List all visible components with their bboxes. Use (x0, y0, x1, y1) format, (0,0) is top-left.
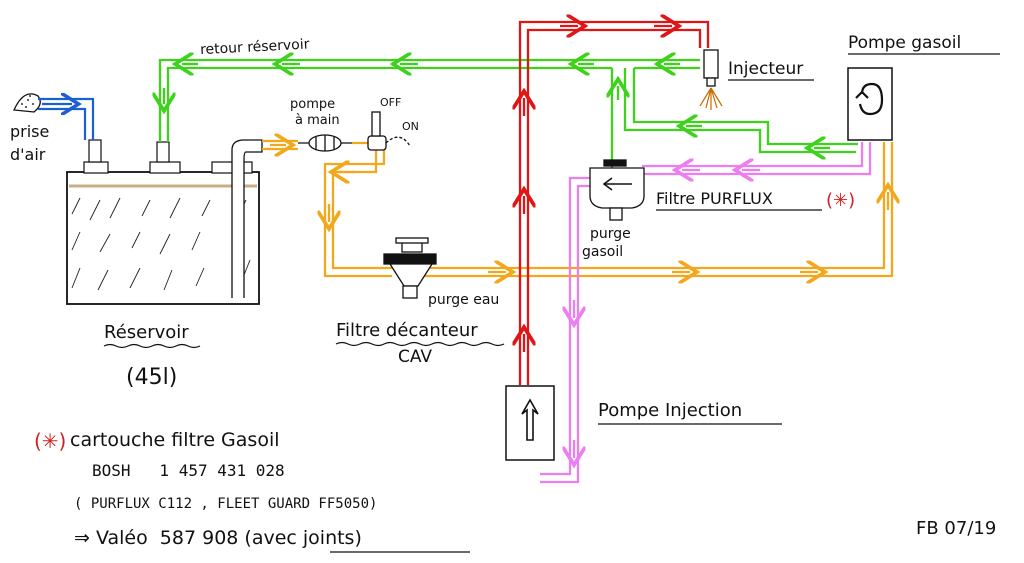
tank (66, 139, 263, 305)
pompe-a-main-label-2: à main (295, 113, 340, 128)
valve (367, 111, 411, 151)
feed-line (262, 141, 892, 276)
on-label: ON (402, 120, 419, 133)
up-arrow-icon (521, 398, 539, 441)
labels: retour réservoir prise d'air pompe à mai… (10, 33, 1000, 539)
purge-eau-label: purge eau (428, 292, 499, 308)
purflux-filter (589, 159, 645, 221)
retour-reservoir-label: retour réservoir (200, 36, 310, 58)
pompe-a-main-label-1: pompe (290, 97, 335, 112)
injecteur-label: Injecteur (728, 59, 803, 79)
high-pressure-line (520, 22, 710, 385)
note-line-3: ( PURFLUX C112 , FLEET GUARD FF5050) (74, 496, 377, 512)
leak-line (540, 142, 872, 484)
filtre-decanteur-label: Filtre décanteur (336, 320, 478, 341)
capacity-label: (45l) (126, 365, 177, 390)
pompe-injection-label: Pompe Injection (598, 400, 742, 421)
note-marker: (✳) (34, 429, 66, 453)
vent-cap-icon (13, 93, 41, 113)
injection-pump (505, 385, 555, 461)
prise-label: prise (10, 122, 49, 141)
off-label: OFF (380, 96, 401, 109)
purge-gasoil-label-1: purge (590, 226, 631, 242)
purge-gasoil-label-2: gasoil (582, 244, 623, 260)
note-line-4: ⇒ Valéo 587 908 (avec joints) (74, 527, 362, 549)
pompe-gasoil-label: Pompe gasoil (848, 33, 961, 53)
cav-filter (383, 237, 437, 299)
filter-cartridge-note: (✳) cartouche filtre Gasoil BOSH 1 457 4… (34, 429, 470, 553)
reservoir-label: Réservoir (104, 322, 189, 343)
note-line-2: BOSH 1 457 431 028 (92, 461, 285, 480)
rotation-arrow-icon (855, 82, 884, 116)
filtre-purflux-label: Filtre PURFLUX (656, 189, 773, 208)
air-label: d'air (10, 145, 46, 164)
injector (703, 49, 719, 87)
signature: FB 07/19 (916, 518, 996, 539)
air-line (38, 99, 95, 140)
asterisk-marker: (✳) (826, 190, 855, 211)
cav-label: CAV (398, 347, 432, 367)
spray-icon (699, 87, 723, 110)
hand-pump (298, 134, 352, 152)
left-arrow-icon (602, 177, 632, 191)
note-line-1: cartouche filtre Gasoil (70, 429, 280, 451)
fuel-pump (847, 67, 893, 141)
